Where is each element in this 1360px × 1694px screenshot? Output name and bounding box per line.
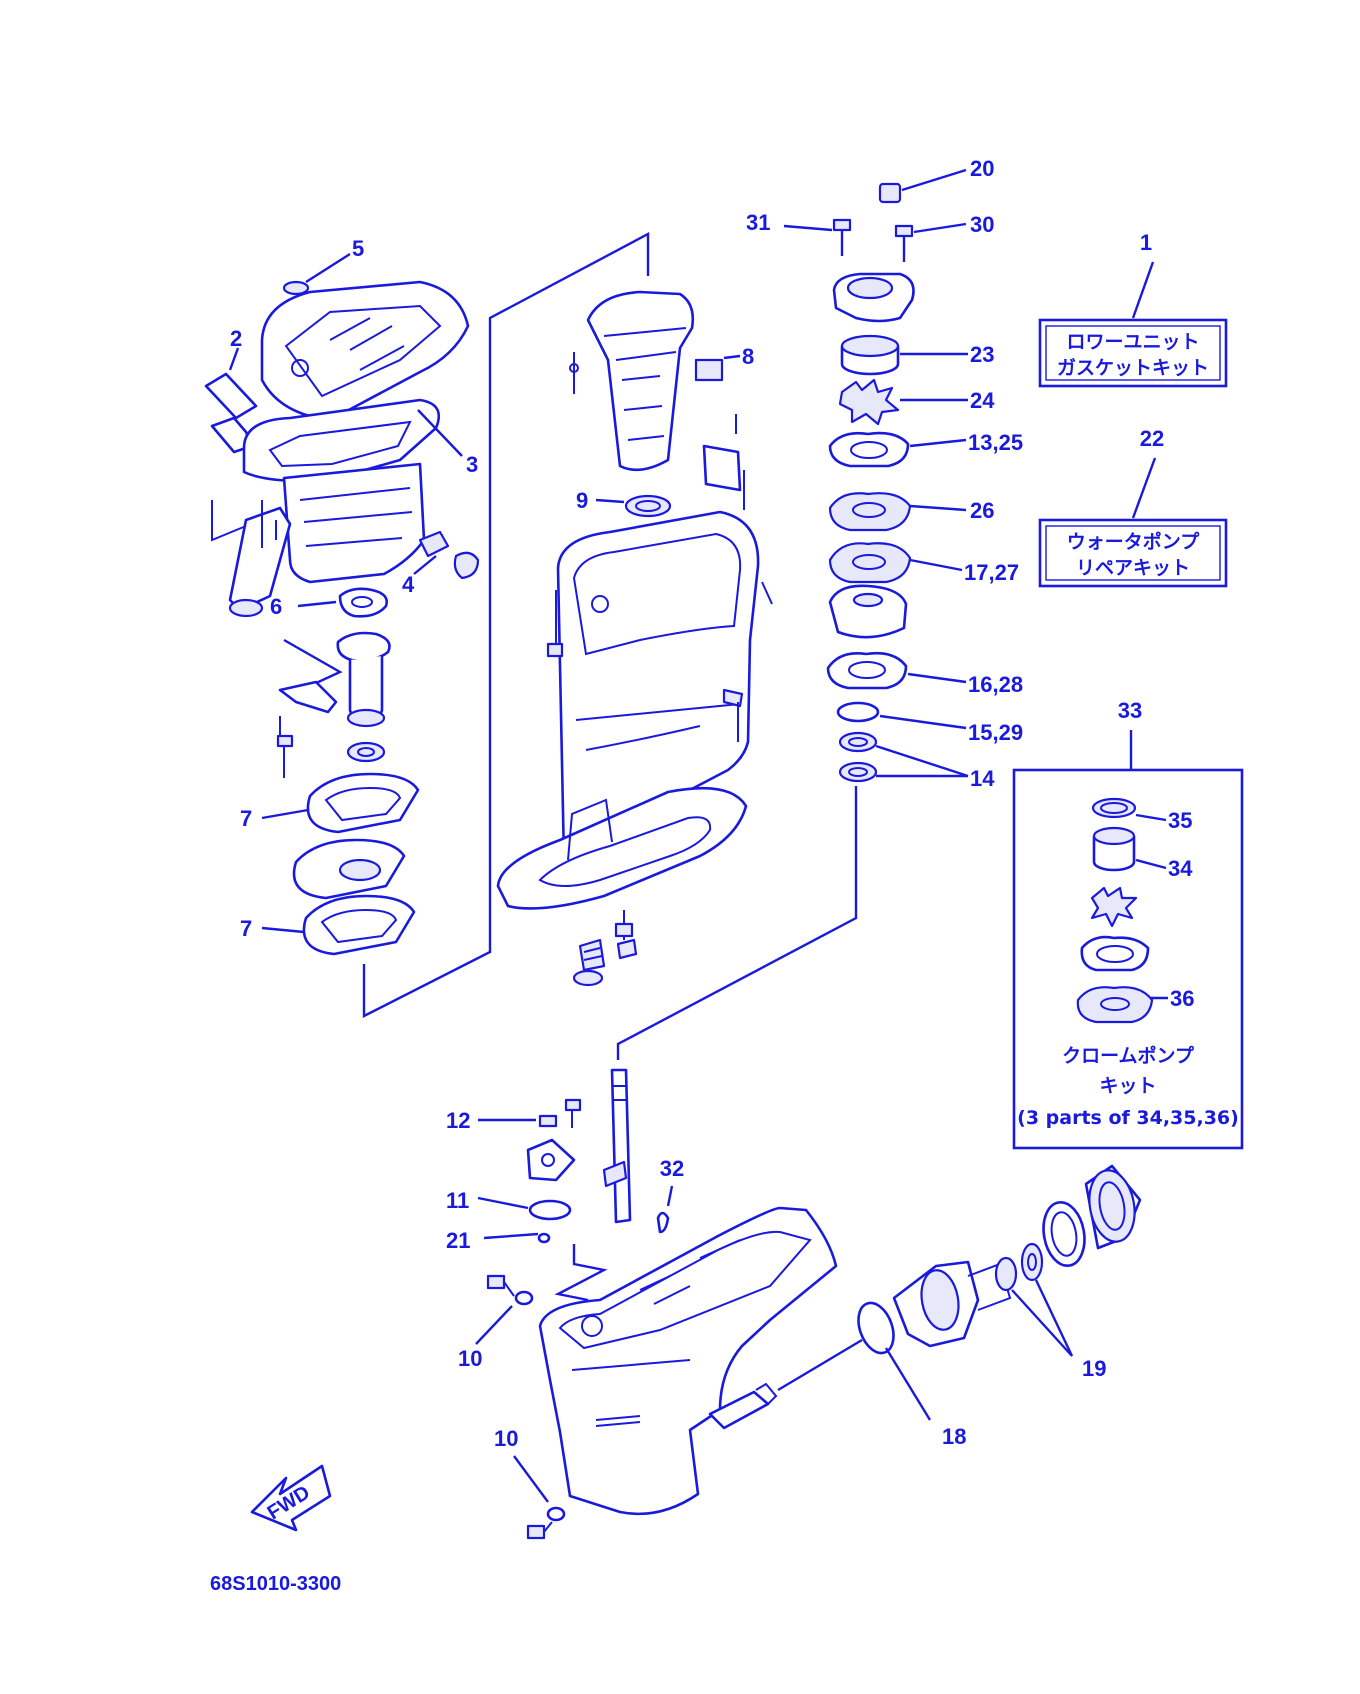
kit-1-group: 1 ロワーユニット ガスケットキット <box>1038 230 1228 388</box>
callout-18: 18 <box>942 1424 966 1449</box>
kit-1-line1: ロワーユニット <box>1066 331 1199 353</box>
callout-16-28: 16,28 <box>968 672 1023 697</box>
callout-26: 26 <box>970 498 994 523</box>
kit-33-line1: クロームポンプ <box>1062 1044 1195 1067</box>
callout-9: 9 <box>576 488 588 513</box>
lower-unit-group: 12 11 21 32 10 10 <box>446 1068 1142 1540</box>
callout-21: 21 <box>446 1228 470 1253</box>
callout-11: 11 <box>446 1188 469 1213</box>
kit-22-line1: ウォータポンプ <box>1067 530 1200 553</box>
callout-23: 23 <box>970 342 994 367</box>
callout-34: 34 <box>1168 856 1193 881</box>
callout-7b: 7 <box>240 916 252 941</box>
callout-10a: 10 <box>458 1346 482 1371</box>
callout-8: 8 <box>742 344 754 369</box>
callout-20: 20 <box>970 156 994 181</box>
kit-22-line2: リペアキット <box>1076 557 1190 579</box>
callout-6: 6 <box>270 594 282 619</box>
callout-4: 4 <box>402 572 415 597</box>
callout-5: 5 <box>352 236 364 261</box>
callout-22: 22 <box>1140 426 1164 451</box>
callout-32: 32 <box>660 1156 684 1181</box>
callout-2: 2 <box>230 326 242 351</box>
callout-36: 36 <box>1170 986 1194 1011</box>
callout-10b: 10 <box>494 1426 518 1451</box>
diagram-code: 68S1010-3300 <box>210 1573 341 1595</box>
callout-7a: 7 <box>240 806 252 831</box>
callout-31: 31 <box>746 210 770 235</box>
callout-12: 12 <box>446 1108 470 1133</box>
callout-17-27: 17,27 <box>964 560 1019 585</box>
callout-1: 1 <box>1140 230 1152 255</box>
kit-1-line2: ガスケットキット <box>1057 357 1209 379</box>
kit-22-group: 22 ウォータポンプ リペアキット <box>1038 426 1228 588</box>
callout-19: 19 <box>1082 1356 1106 1381</box>
kit-33-group: 33 35 34 36 クロームポンプ キット (3 parts of 34,3… <box>1012 698 1244 1150</box>
callout-30: 30 <box>970 212 994 237</box>
water-pump-column: 20 30 31 23 24 13,25 26 <box>616 156 1023 1060</box>
kit-33-line2: キット <box>1099 1075 1156 1097</box>
callout-3: 3 <box>466 452 478 477</box>
callout-35: 35 <box>1168 808 1192 833</box>
kit-22-box <box>1038 518 1228 588</box>
kit-33-line3: (3 parts of 34,35,36) <box>1017 1107 1239 1129</box>
fwd-arrow: FWD <box>250 1464 332 1532</box>
kit-33-box <box>1012 768 1244 1150</box>
callout-24: 24 <box>970 388 995 413</box>
kit-1-box <box>1038 318 1228 388</box>
callout-13-25: 13,25 <box>968 430 1023 455</box>
drive-shaft-housing-group: 8 9 <box>496 290 773 987</box>
callout-14: 14 <box>970 766 995 791</box>
callout-15-29: 15,29 <box>968 720 1023 745</box>
upper-left-group: 5 2 3 4 6 <box>204 232 650 1018</box>
callout-33: 33 <box>1118 698 1142 723</box>
